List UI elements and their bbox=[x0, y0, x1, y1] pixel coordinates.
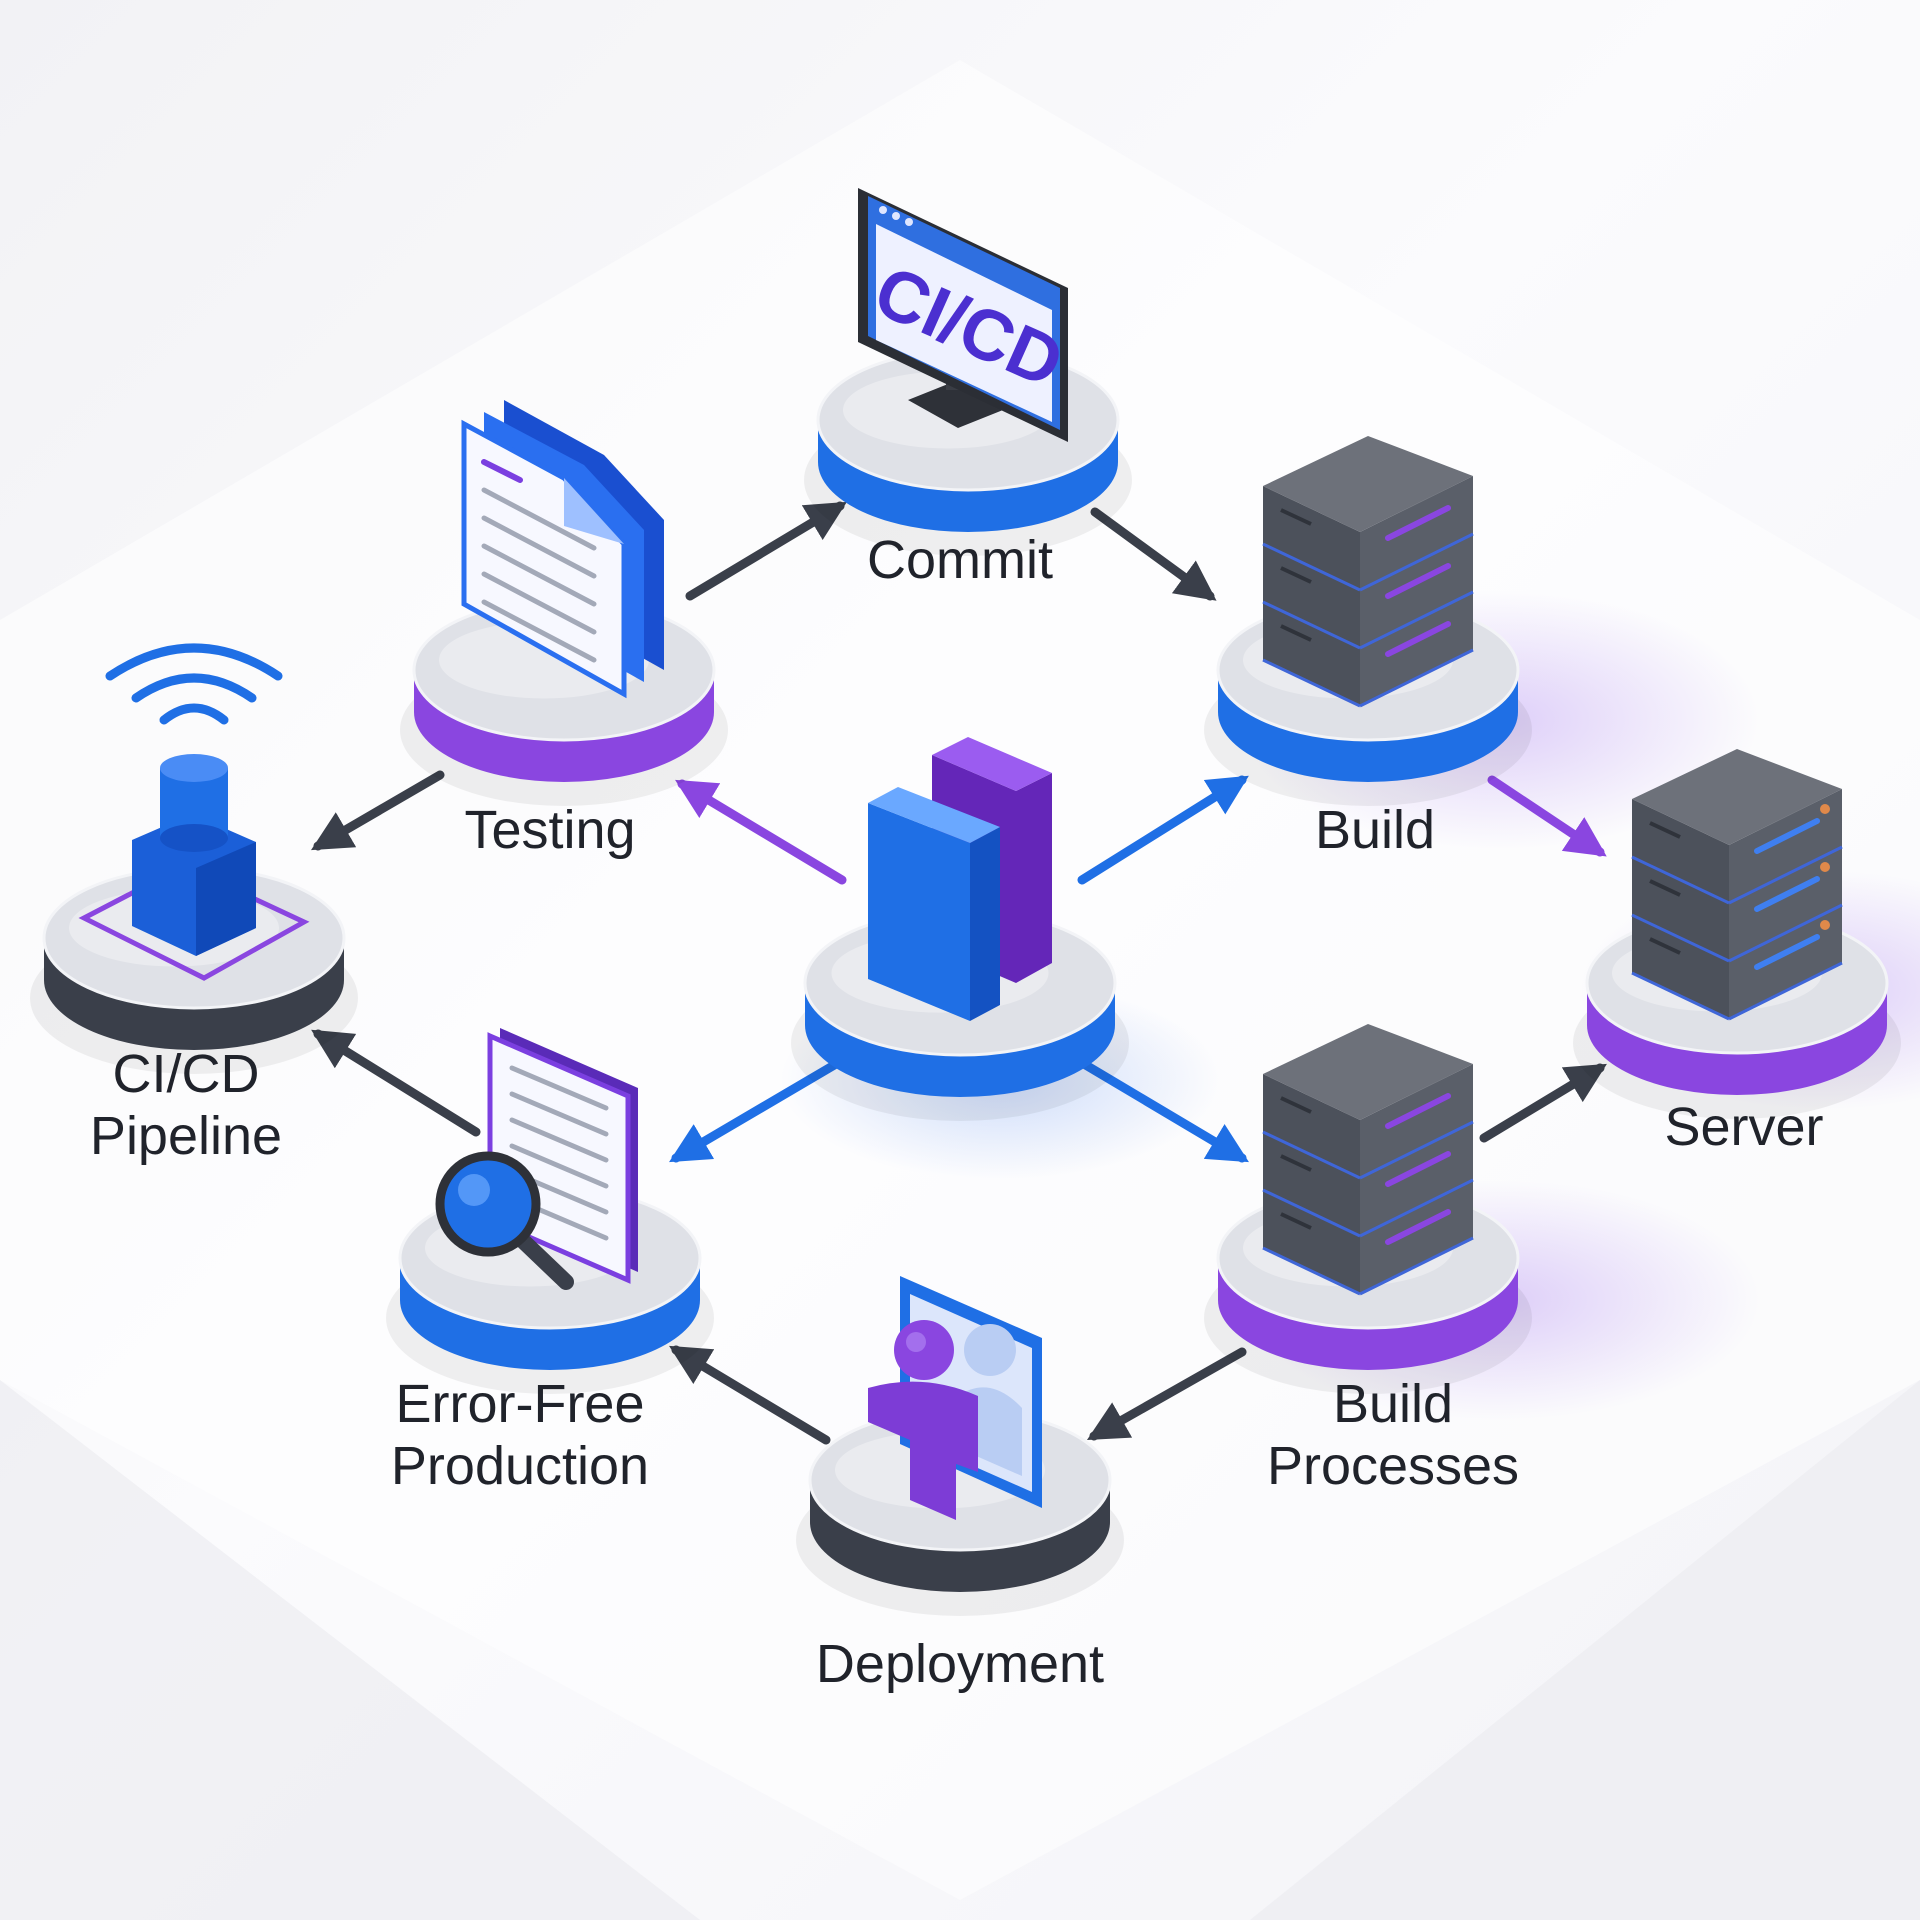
node-label-ci-cd-pipeline: Pipeline bbox=[90, 1106, 282, 1166]
edge-commit-to-build bbox=[1090, 507, 1217, 601]
node-hub bbox=[791, 737, 1129, 1121]
node-label-error-free-production: Error-Free bbox=[395, 1374, 644, 1434]
node-deployment: Deployment bbox=[796, 1276, 1124, 1694]
edge-testing-to-ci-cd-pipeline bbox=[310, 770, 445, 851]
document-stack-icon bbox=[461, 400, 664, 699]
platform-rim bbox=[1218, 1258, 1518, 1370]
edge-build-processes-to-deployment bbox=[1086, 1347, 1247, 1441]
node-label-testing: Testing bbox=[464, 800, 635, 860]
edge-build-to-server bbox=[1487, 775, 1607, 857]
platform-rim bbox=[1587, 983, 1887, 1095]
edge-build-processes-to-server bbox=[1479, 1063, 1607, 1143]
wireless-node-icon bbox=[78, 643, 310, 981]
node-label-deployment: Deployment bbox=[816, 1634, 1104, 1694]
node-label-commit: Commit bbox=[867, 530, 1053, 590]
platform-rim bbox=[400, 1258, 700, 1370]
node-label-build-processes: Build bbox=[1333, 1374, 1453, 1434]
edge-hub-to-build-processes bbox=[1079, 1059, 1249, 1163]
monitor-icon: CI/CD bbox=[858, 188, 1074, 442]
edge-hub-to-error-free-production bbox=[669, 1059, 841, 1163]
platform-rim bbox=[414, 670, 714, 782]
platform-rim bbox=[44, 938, 344, 1050]
node-label-server: Server bbox=[1664, 1097, 1823, 1157]
node-label-build: Build bbox=[1315, 800, 1435, 860]
edge-error-free-production-to-ci-cd-pipeline bbox=[311, 1029, 481, 1137]
node-label-ci-cd-pipeline: CI/CD bbox=[113, 1044, 260, 1104]
edge-hub-to-testing bbox=[675, 779, 847, 885]
server-rack-icon bbox=[1262, 436, 1474, 708]
edge-testing-to-commit bbox=[685, 501, 847, 601]
node-label-build-processes: Processes bbox=[1267, 1436, 1519, 1496]
platform-rim bbox=[818, 420, 1118, 532]
node-commit: CI/CD Commit bbox=[804, 188, 1132, 590]
server-rack-icon bbox=[1631, 749, 1843, 1021]
node-server: Server bbox=[1573, 749, 1901, 1157]
node-label-error-free-production: Production bbox=[391, 1436, 649, 1496]
edge-deployment-to-error-free-production bbox=[669, 1345, 831, 1445]
document-search-icon bbox=[435, 1028, 638, 1290]
user-profile-icon bbox=[868, 1276, 1042, 1520]
platform-rim bbox=[810, 1480, 1110, 1592]
platform-rim bbox=[1218, 670, 1518, 782]
server-rack-icon bbox=[1262, 1024, 1474, 1296]
edge-hub-to-build bbox=[1077, 775, 1249, 885]
book-icon bbox=[868, 737, 1052, 1021]
node-testing: Testing bbox=[400, 400, 728, 860]
node-build: Build bbox=[1204, 436, 1532, 860]
platform-rim bbox=[805, 983, 1115, 1097]
edge-layer bbox=[310, 501, 1607, 1445]
